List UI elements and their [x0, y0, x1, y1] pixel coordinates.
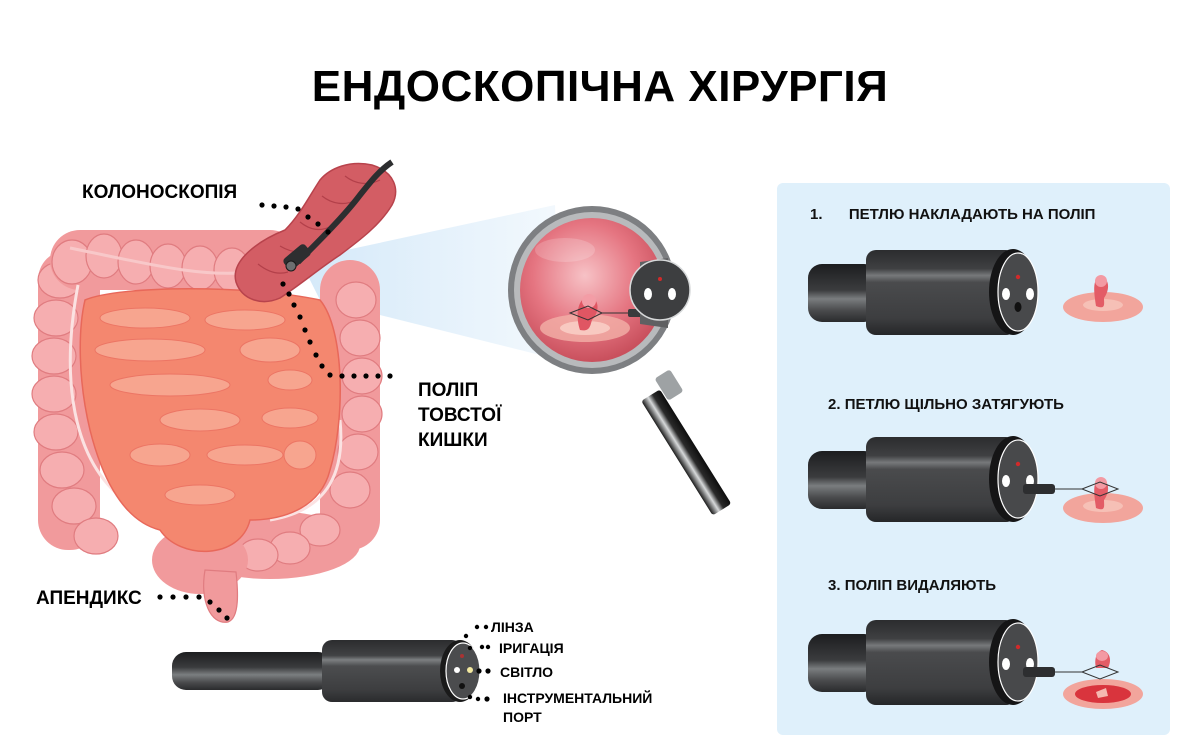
endoscope-icon	[172, 624, 491, 702]
step-1-label: ПЕТЛЮ НАКЛАДАЮТЬ НА ПОЛІП	[848, 206, 1096, 223]
step-2-polyp-icon	[1063, 477, 1143, 523]
instrument-port-label-line1: ІНСТРУМЕНТАЛЬНИЙ	[503, 690, 653, 706]
step-3-polyp-icon	[1063, 650, 1143, 709]
polyp-label-line2: ТОВСТОЇ	[418, 405, 502, 426]
step-1-title: 1. ПЕТЛЮ НАКЛАДАЮТЬ НА ПОЛІП	[810, 206, 1095, 223]
large-intestine-icon	[31, 230, 383, 623]
lens-label: ЛІНЗА	[491, 619, 534, 635]
step-2-scope-icon	[807, 435, 1082, 523]
step-3-title: 3. ПОЛІП ВИДАЛЯЮТЬ	[828, 577, 996, 594]
step-3-scope-icon	[807, 618, 1082, 706]
magnifier-icon	[508, 206, 731, 515]
page-title: ЕНДОСКОПІЧНА ХІРУРГІЯ	[311, 62, 889, 111]
polyp-label-line3: КИШКИ	[418, 430, 488, 451]
colon-segment-icon	[234, 159, 397, 303]
small-intestine-icon	[79, 288, 341, 552]
instrument-port-label-line2: ПОРТ	[503, 709, 542, 725]
step-3-number: 3.	[828, 577, 841, 594]
light-label: СВІТЛО	[500, 664, 554, 680]
appendix-label: АПЕНДИКС	[36, 588, 142, 609]
leader-dots	[157, 202, 393, 621]
step-1-number: 1.	[810, 206, 823, 223]
polyp-label-line1: ПОЛІП	[418, 380, 479, 401]
step-1-polyp-icon	[1063, 275, 1143, 322]
step-2-title: 2. ПЕТЛЮ ЩІЛЬНО ЗАТЯГУЮТЬ	[828, 396, 1064, 413]
step-1-scope-icon	[807, 248, 1039, 336]
colonoscopy-label: КОЛОНОСКОПІЯ	[82, 182, 238, 203]
irrigation-label: ІРИГАЦІЯ	[499, 640, 564, 656]
step-2-number: 2.	[828, 396, 841, 413]
step-3-label: ПОЛІП ВИДАЛЯЮТЬ	[844, 577, 997, 594]
step-2-label: ПЕТЛЮ ЩІЛЬНО ЗАТЯГУЮТЬ	[844, 396, 1064, 413]
light-beam	[300, 205, 560, 360]
